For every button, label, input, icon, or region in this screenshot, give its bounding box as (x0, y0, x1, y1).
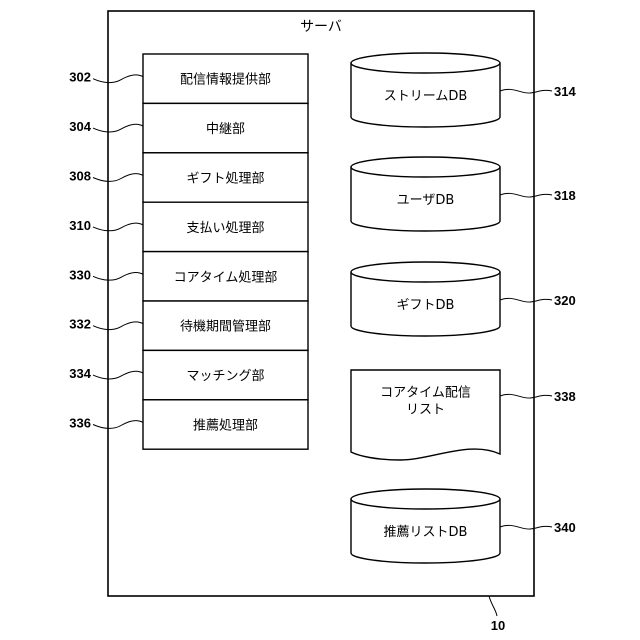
server-title: サーバ (300, 19, 342, 35)
cylinder-top (351, 262, 500, 282)
module-label: コアタイム処理部 (174, 270, 278, 285)
module-ref-number: 304 (69, 119, 91, 134)
database-store: ストリームDB 314 (351, 53, 576, 127)
database-store: 推薦リストDB 340 (351, 489, 576, 563)
cylinder-top (351, 157, 500, 177)
store-label: コアタイム配信 (380, 386, 471, 401)
store-ref-number: 338 (554, 389, 576, 404)
cylinder-top (351, 489, 500, 509)
store-ref-number: 318 (554, 188, 576, 203)
module-label: 支払い処理部 (186, 221, 264, 236)
server-ref-leader (489, 596, 497, 616)
module-item: 中継部 304 (69, 103, 308, 152)
store-label: ユーザDB (397, 193, 455, 208)
module-item: マッチング部 334 (69, 350, 308, 399)
module-ref-number: 334 (69, 366, 91, 381)
store-ref-number: 340 (554, 520, 576, 535)
server-ref-number: 10 (491, 618, 505, 633)
module-ref-number: 302 (69, 70, 91, 85)
database-store: ユーザDB 318 (351, 157, 576, 231)
store-label: リスト (406, 403, 445, 418)
module-label: マッチング部 (186, 369, 264, 384)
database-store: ギフトDB 320 (351, 262, 576, 336)
module-label: 配信情報提供部 (180, 72, 271, 88)
store-label: 推薦リストDB (384, 525, 468, 540)
document-store: コアタイム配信リスト 338 (351, 370, 576, 460)
store-ref-number: 314 (554, 84, 576, 99)
module-item: コアタイム処理部 330 (69, 252, 308, 301)
module-item: 支払い処理部 310 (69, 202, 308, 251)
server-ref: 10 (489, 596, 505, 633)
module-label: 待機期間管理部 (180, 320, 271, 335)
module-item: 待機期間管理部 332 (69, 301, 308, 350)
store-label: ストリームDB (384, 89, 468, 104)
module-ref-number: 336 (69, 416, 91, 431)
module-stack: 配信情報提供部 302 中継部 304 ギフト処理部 308 支払い処理部 310 コアタイム処… (69, 54, 308, 449)
cylinder-top (351, 53, 500, 73)
module-label: 推薦処理部 (193, 419, 258, 434)
module-ref-number: 332 (69, 317, 91, 332)
module-label: 中継部 (206, 122, 245, 137)
module-ref-number: 310 (69, 218, 91, 233)
module-item: ギフト処理部 308 (69, 153, 308, 202)
module-ref-number: 308 (69, 169, 91, 184)
module-item: 配信情報提供部 302 (69, 54, 308, 103)
module-item: 推薦処理部 336 (69, 400, 308, 449)
module-label: ギフト処理部 (186, 172, 264, 187)
store-label: ギフトDB (397, 298, 455, 313)
module-ref-number: 330 (69, 267, 91, 282)
store-ref-number: 320 (554, 293, 576, 308)
